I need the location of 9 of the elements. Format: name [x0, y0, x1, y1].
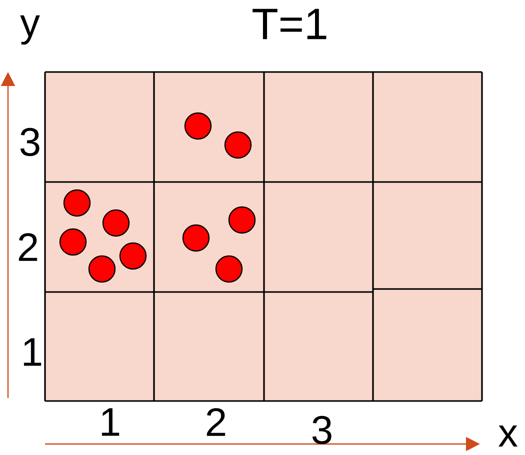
tick-label: 3	[20, 128, 40, 156]
axis-label: x	[498, 425, 518, 447]
tick-label: 2	[206, 408, 226, 436]
tick-label: 1	[102, 408, 120, 436]
tick-label: 2	[18, 233, 38, 261]
axis-label: y	[20, 15, 40, 45]
tick-label: 1	[24, 338, 42, 366]
tick-label: 3	[312, 416, 332, 444]
title: T=1	[252, 8, 326, 40]
